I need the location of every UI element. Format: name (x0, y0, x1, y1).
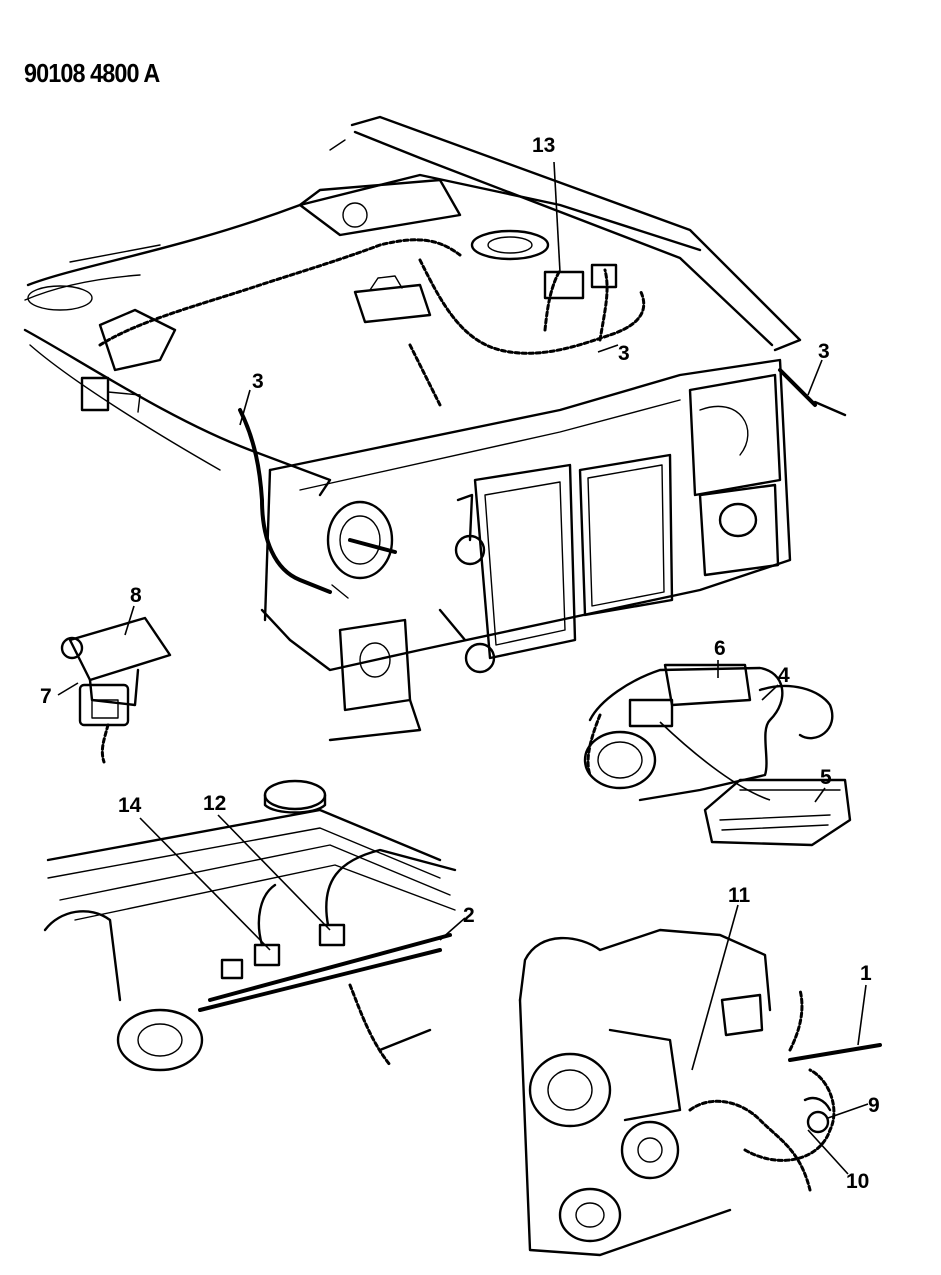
callout-11: 11 (728, 884, 751, 907)
callout-13: 13 (532, 134, 555, 157)
engine-compartment-view (23, 115, 847, 742)
callout-2: 2 (463, 904, 475, 927)
callout-8: 8 (130, 584, 142, 607)
callout-5: 5 (820, 766, 832, 789)
callout-4: 4 (778, 664, 790, 687)
callout-1: 1 (860, 962, 872, 985)
callout-14: 14 (118, 794, 142, 817)
bracket-inset (60, 616, 172, 764)
document-id: 90108 4800 A (24, 58, 160, 88)
callout-labels: 13 3 3 3 8 7 6 4 5 14 12 2 11 1 9 10 (40, 134, 880, 1193)
callout-3-right: 3 (818, 340, 830, 363)
callout-7: 7 (40, 685, 52, 708)
callout-3-middle: 3 (618, 342, 630, 365)
callout-9: 9 (868, 1094, 880, 1117)
callout-3-left: 3 (252, 370, 264, 393)
leader-lines (57, 161, 869, 1175)
callout-10: 10 (846, 1170, 869, 1193)
fuel-rail-inset (43, 779, 457, 1072)
callout-6: 6 (714, 637, 726, 660)
callout-12: 12 (203, 792, 226, 815)
engine-side-inset (518, 928, 882, 1257)
module-inset (583, 663, 852, 847)
